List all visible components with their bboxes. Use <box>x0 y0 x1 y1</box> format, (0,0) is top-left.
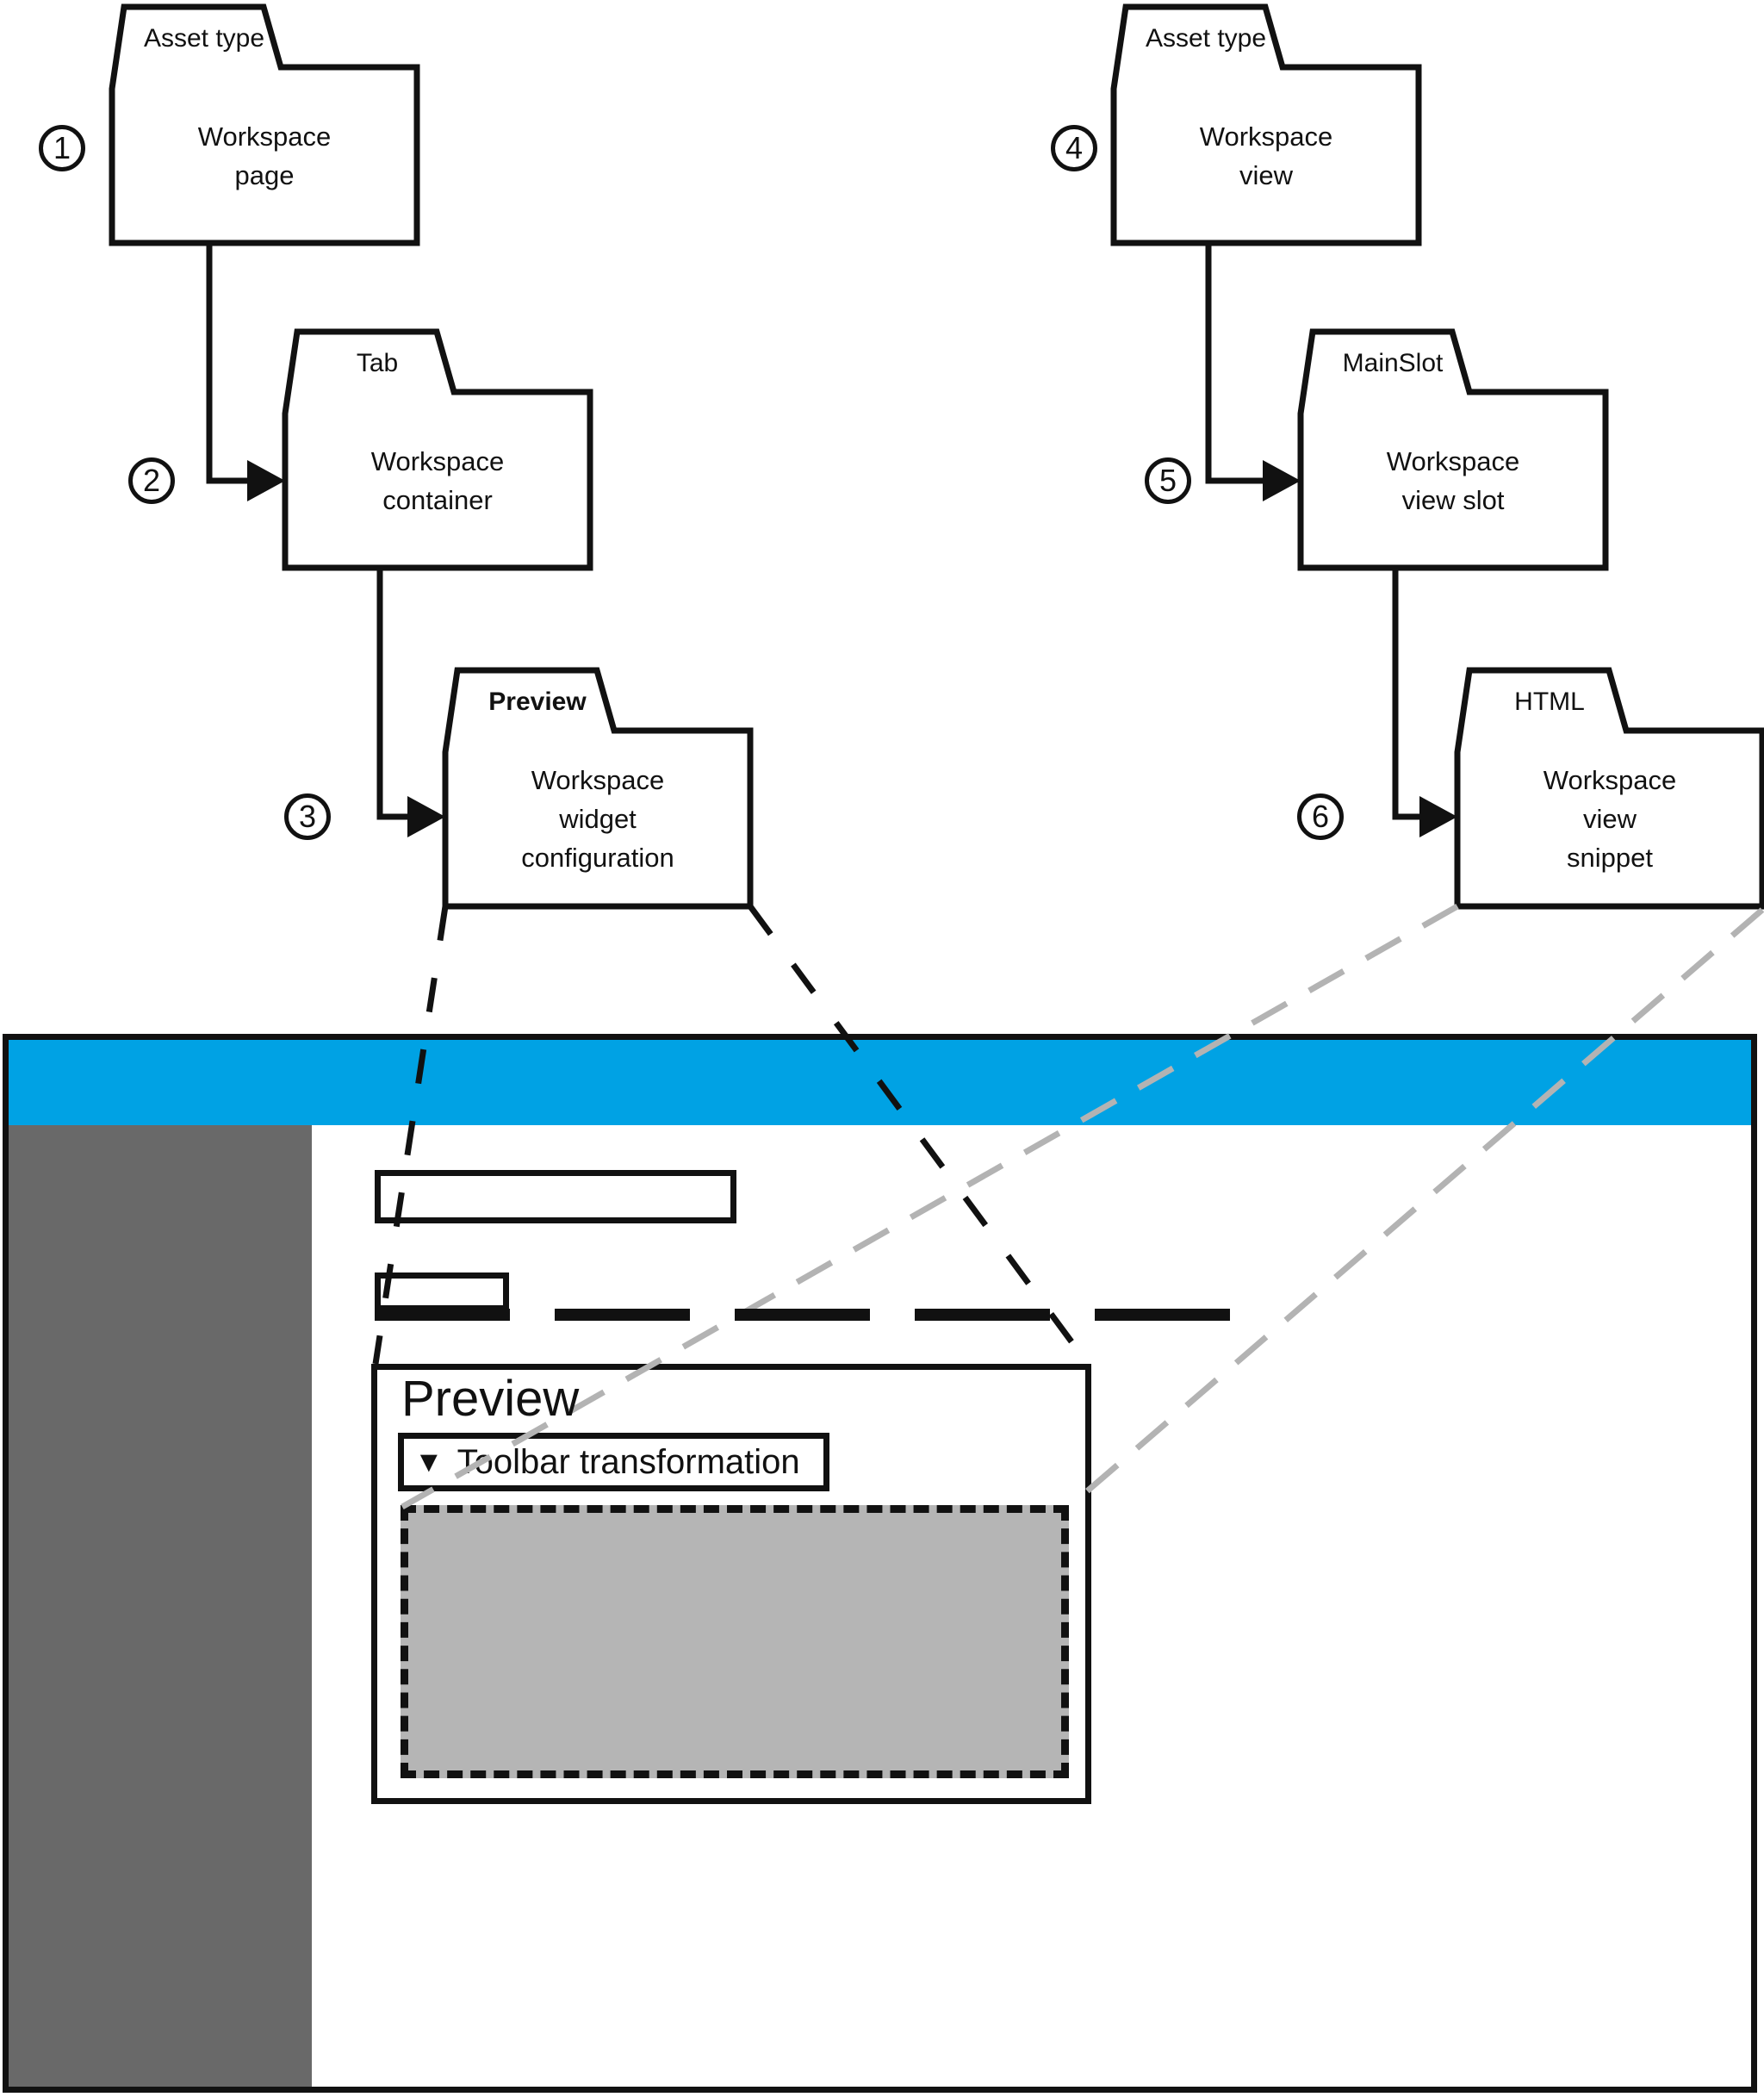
folder-workspace-container: Tab Workspace container <box>285 332 590 568</box>
toolbar-transformation-dropdown: ▼ Toolbar transformation <box>398 1433 829 1491</box>
app-sidebar <box>9 1125 312 2087</box>
step-badge-4: 4 <box>1051 125 1097 171</box>
folder-body-label: Workspace view snippet <box>1543 765 1677 873</box>
step-badge-1: 1 <box>39 125 85 171</box>
step-badge-2: 2 <box>128 457 175 504</box>
step-badge-5: 5 <box>1145 457 1191 504</box>
folder-workspace-page: Asset type Workspace page <box>112 7 417 243</box>
folder-body-label: Workspace view slot <box>1386 445 1520 515</box>
arrowhead-icon <box>1419 796 1457 837</box>
folder-tab-label: MainSlot <box>1342 349 1444 377</box>
app-header-bar <box>9 1040 1751 1125</box>
folder-tab-label: Tab <box>356 349 399 377</box>
connector-1-2 <box>206 243 247 484</box>
step-badge-6: 6 <box>1297 793 1344 840</box>
folder-tab-label: Preview <box>488 688 587 716</box>
folder-workspace-view-slot: MainSlot Workspace view slot <box>1301 332 1606 568</box>
folder-tab-label: Asset type <box>143 24 265 53</box>
content-placeholder-box <box>375 1170 736 1223</box>
folder-workspace-widget-configuration: Preview Workspace widget configuration <box>445 670 750 906</box>
arrowhead-icon <box>1263 460 1301 501</box>
connector-4-5 <box>1205 243 1263 484</box>
arrowhead-icon <box>247 460 285 501</box>
folder-body-label: Workspace widget configuration <box>521 765 674 873</box>
connector-5-6 <box>1392 568 1419 820</box>
preview-content-placeholder <box>401 1505 1069 1778</box>
folder-workspace-view-snippet: HTML Workspace view snippet <box>1457 670 1762 906</box>
dropdown-label: Toolbar transformation <box>457 1442 800 1481</box>
preview-panel-title: Preview <box>401 1371 580 1427</box>
dropdown-caret-icon: ▼ <box>414 1446 444 1478</box>
step-badge-3: 3 <box>284 793 331 840</box>
folder-workspace-view: Asset type Workspace view <box>1114 7 1419 243</box>
folder-tab-label: HTML <box>1514 688 1585 716</box>
active-tab-placeholder <box>375 1273 509 1311</box>
arrowhead-icon <box>407 796 445 837</box>
folder-body-label: Workspace container <box>370 445 505 515</box>
folder-body-label: Workspace page <box>197 121 332 190</box>
folder-body-label: Workspace view <box>1199 121 1333 190</box>
folder-tab-label: Asset type <box>1145 24 1267 53</box>
connector-2-3 <box>376 568 407 820</box>
